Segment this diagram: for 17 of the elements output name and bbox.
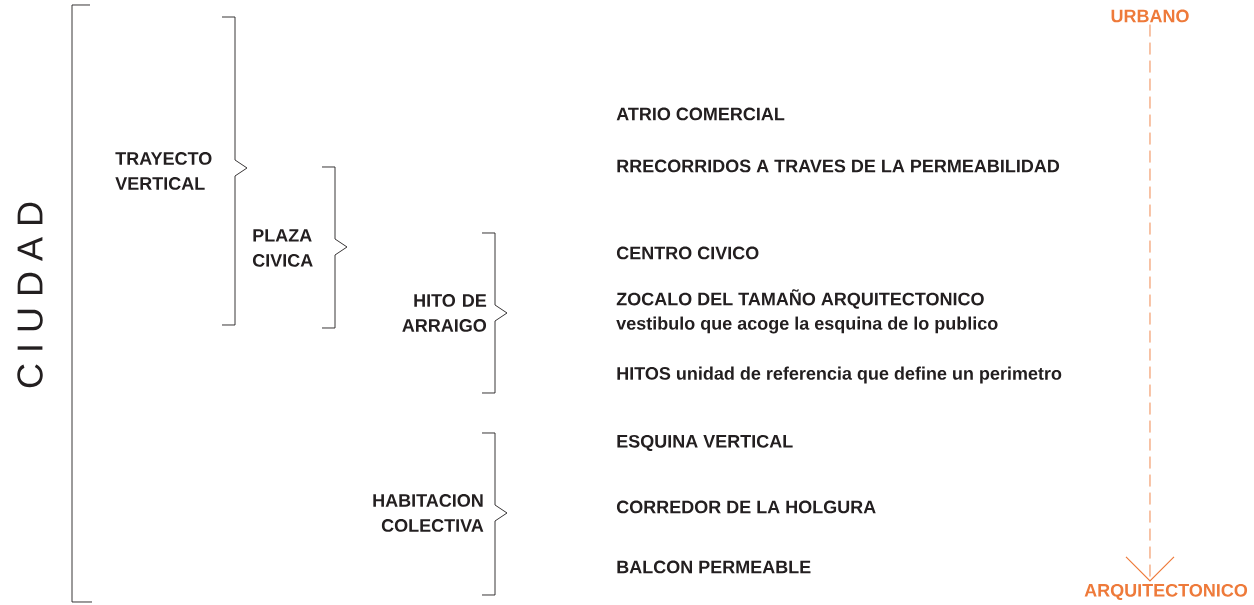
item-label: vestibulo que acoge la esquina de lo publico	[616, 316, 998, 334]
category-label: HABITACION COLECTIVA	[373, 494, 484, 532]
vertical-title: C I U D A D	[17, 202, 43, 388]
category-label: TRAYECTO VERTICAL	[115, 152, 212, 190]
item-label: ZOCALO DEL TAMAÑO ARQUITECTONICO	[616, 289, 984, 309]
item-label: HITOS unidad de referencia que define un perimetro	[617, 366, 1062, 384]
arrow	[1125, 24, 1175, 582]
item-label: ESQUINA VERTICAL	[617, 434, 793, 452]
category-label: PLAZA CIVICA	[252, 229, 313, 267]
item-label: RRECORRIDOS A TRAVES DE LA PERMEABILIDAD	[617, 159, 1060, 173]
category-label: HITO DE ARRAIGO	[402, 294, 487, 332]
end-label: URBANO	[1111, 9, 1189, 23]
end-label: ARQUITECTONICO	[1084, 583, 1248, 601]
item-label: BALCON PERMEABLE	[617, 560, 811, 574]
item-label: CENTRO CIVICO	[616, 246, 759, 260]
item-label: CORREDOR DE LA HOLGURA	[616, 500, 876, 514]
item-label: ATRIO COMERCIAL	[616, 107, 785, 121]
